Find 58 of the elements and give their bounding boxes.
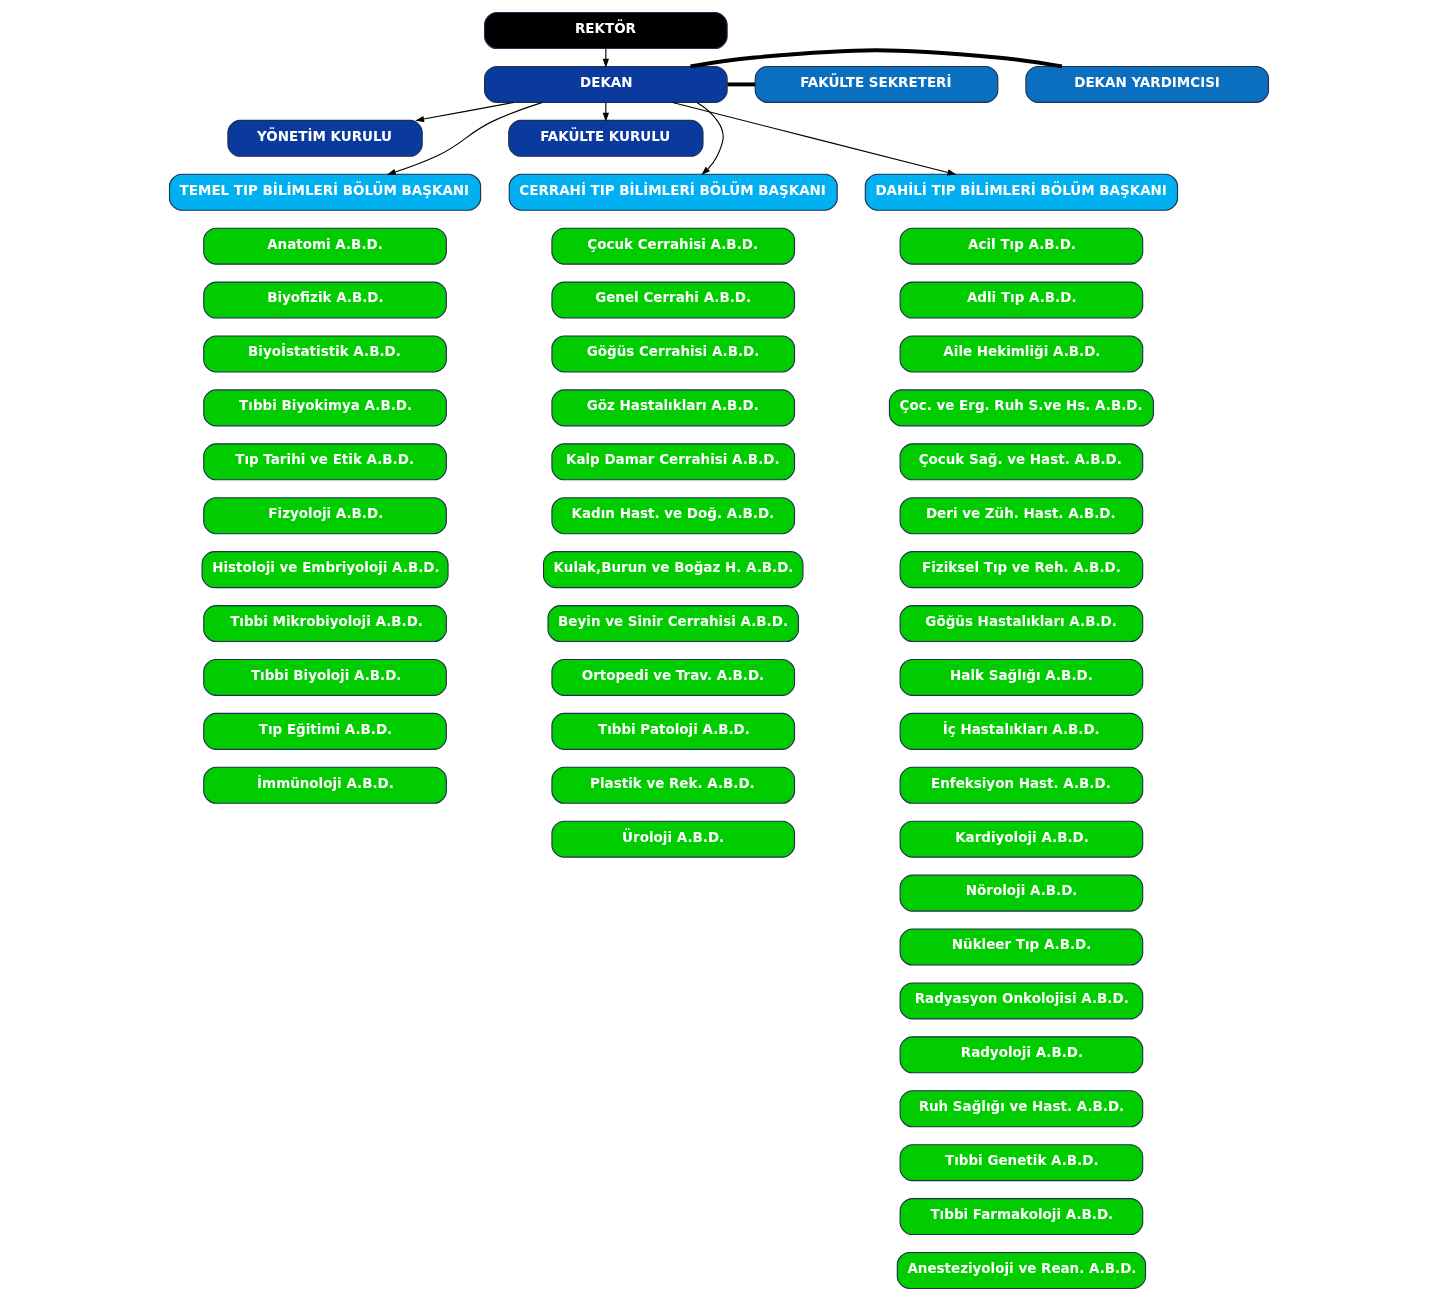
node-box: Enfeksiyon Hast. A.B.D.: [899, 766, 1143, 804]
node-box: Kadın Hast. ve Doğ. A.B.D.: [550, 497, 795, 535]
node-box: Plastik ve Rek. A.B.D.: [550, 766, 795, 804]
arrow: [695, 102, 724, 176]
node-box: Fizyoloji A.B.D.: [202, 497, 447, 535]
node-box: Ruh Sağlığı ve Hast. A.B.D.: [899, 1090, 1143, 1128]
node-box: DEKAN YARDIMCISI: [1024, 65, 1269, 103]
node-box: FAKÜLTE KURULU: [507, 119, 704, 157]
node-box: Tıp Tarihi ve Etik A.B.D.: [202, 443, 447, 481]
node-box: Fiziksel Tıp ve Reh. A.B.D.: [899, 551, 1143, 589]
arrow: [671, 101, 956, 176]
node-box: Anatomi A.B.D.: [202, 227, 447, 265]
node-box: Aile Hekimliği A.B.D.: [899, 335, 1143, 373]
node-box: Beyin ve Sinir Cerrahisi A.B.D.: [546, 605, 799, 643]
node-box: Halk Sağlığı A.B.D.: [899, 658, 1143, 696]
node-box: Tıp Eğitimi A.B.D.: [202, 712, 447, 750]
node-box: Çocuk Sağ. ve Hast. A.B.D.: [899, 443, 1143, 481]
node-box: Kardiyoloji A.B.D.: [899, 820, 1143, 858]
node-box: Göz Hastalıkları A.B.D.: [550, 389, 795, 427]
node-box: Tıbbi Mikrobiyoloji A.B.D.: [202, 605, 447, 643]
node-box: Tıbbi Biyokimya A.B.D.: [202, 389, 447, 427]
arrow: [602, 101, 609, 122]
node-box: REKTÖR: [483, 11, 728, 50]
node-box: Göğüs Hastalıkları A.B.D.: [899, 605, 1143, 643]
node-box: Çocuk Cerrahisi A.B.D.: [550, 227, 795, 265]
node-box: YÖNETİM KURULU: [226, 119, 423, 157]
node-box: Biyoİstatistik A.B.D.: [202, 335, 447, 373]
node-box: Tıbbi Genetik A.B.D.: [899, 1144, 1143, 1182]
node-box: Genel Cerrahi A.B.D.: [550, 281, 795, 319]
node-box: Üroloji A.B.D.: [550, 820, 795, 858]
connector: [726, 82, 755, 87]
node-box: Tıbbi Patoloji A.B.D.: [550, 712, 795, 750]
node-box: FAKÜLTE SEKRETERİ: [754, 65, 998, 103]
node-box: Radyasyon Onkolojisi A.B.D.: [899, 982, 1143, 1020]
node-box: Ortopedi ve Trav. A.B.D.: [550, 658, 795, 696]
node-box: Radyoloji A.B.D.: [899, 1036, 1143, 1074]
node-box: İç Hastalıkları A.B.D.: [899, 712, 1143, 750]
node-box: Göğüs Cerrahisi A.B.D.: [550, 335, 795, 373]
node-box: Tıbbi Biyoloji A.B.D.: [202, 658, 447, 696]
node-box: TEMEL TIP BİLİMLERİ BÖLÜM BAŞKANI: [168, 173, 481, 211]
node-box: Anesteziyoloji ve Rean. A.B.D.: [896, 1251, 1146, 1289]
node-box: Nükleer Tıp A.B.D.: [899, 928, 1143, 966]
node-box: DAHİLİ TIP BİLİMLERİ BÖLÜM BAŞKANI: [864, 173, 1178, 211]
node-box: CERRAHİ TIP BİLİMLERİ BÖLÜM BAŞKANI: [508, 173, 838, 211]
node-box: Kulak,Burun ve Boğaz H. A.B.D.: [542, 551, 803, 589]
node-box: Histoloji ve Embriyoloji A.B.D.: [201, 551, 449, 589]
node-box: Adli Tıp A.B.D.: [899, 281, 1143, 319]
node-box: Biyofizik A.B.D.: [202, 281, 447, 319]
node-box: Deri ve Züh. Hast. A.B.D.: [899, 497, 1143, 535]
node-box: Acil Tıp A.B.D.: [899, 227, 1143, 265]
arrow: [386, 101, 543, 175]
node-box: Kalp Damar Cerrahisi A.B.D.: [550, 443, 795, 481]
node-box: DEKAN: [483, 65, 728, 103]
node-box: Çoc. ve Erg. Ruh S.ve Hs. A.B.D.: [888, 389, 1154, 427]
arrow: [414, 101, 514, 123]
node-box: İmmünoloji A.B.D.: [202, 766, 447, 804]
node-box: Tıbbi Farmakoloji A.B.D.: [899, 1198, 1143, 1236]
node-box: Nöroloji A.B.D.: [899, 874, 1143, 912]
